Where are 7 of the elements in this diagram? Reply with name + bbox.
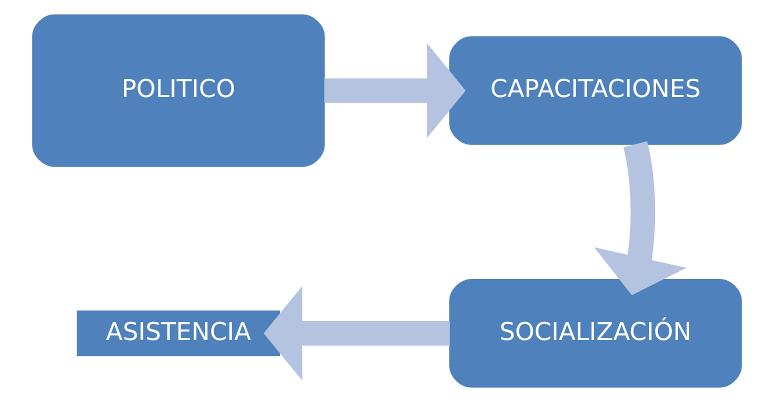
- arrow: [264, 286, 450, 381]
- node-box: POLITICO: [32, 14, 325, 167]
- node-box: ASISTENCIA: [76, 310, 280, 356]
- arrow: [594, 142, 686, 296]
- node-box: SOCIALIZACIÓN: [449, 278, 742, 388]
- arrow: [324, 43, 466, 138]
- node-box: CAPACITACIONES: [449, 36, 742, 145]
